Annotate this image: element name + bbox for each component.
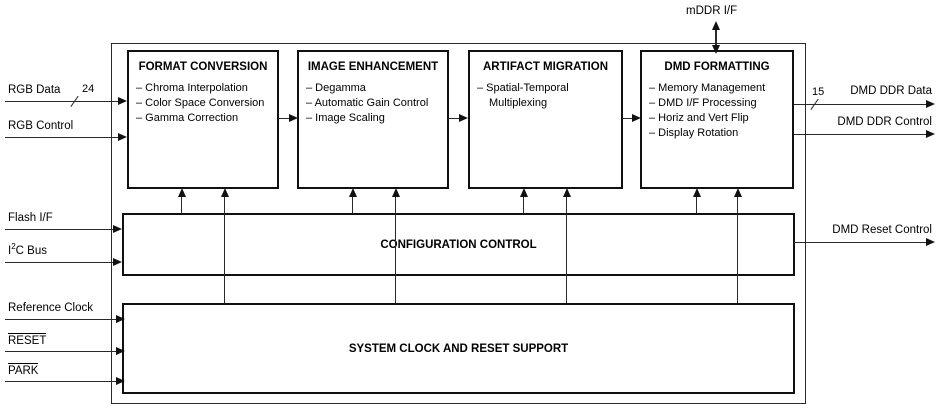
dmd-formatting-block: DMD FORMATTING – Memory Management – DMD… (640, 50, 794, 189)
chain-arrowhead-1-icon (289, 114, 298, 122)
mddr-arrow-up-icon (711, 21, 720, 30)
dmd-ddr-data-bus-width: 15 (812, 86, 825, 98)
mddr-if-label: mDDR I/F (686, 5, 738, 17)
rgb-control-arrowhead-icon (118, 133, 127, 141)
clock-to-dmd-arrowhead-icon (733, 188, 742, 197)
dmd-formatting-items: – Memory Management – DMD I/F Processing… (642, 81, 792, 141)
artifact-migration-block: ARTIFACT MIGRATION – Spatial-Temporal Mu… (468, 50, 623, 189)
format-conversion-items: – Chroma Interpolation – Color Space Con… (129, 81, 277, 126)
chain-line-3 (622, 118, 633, 120)
dmd-ddr-control-line (794, 134, 926, 136)
flash-if-label: Flash I/F (8, 212, 53, 224)
config-to-artifact-arrowhead-icon (519, 188, 528, 197)
chain-arrowhead-3-icon (632, 114, 641, 122)
image-enhancement-title: IMAGE ENHANCEMENT (307, 61, 439, 73)
rgb-data-label: RGB Data (8, 84, 61, 96)
dmd-reset-control-arrowhead-icon (926, 238, 935, 246)
reference-clock-line (5, 319, 117, 321)
list-item: – Memory Management (649, 82, 766, 94)
dmd-ddr-data-line (794, 104, 926, 106)
system-clock-title: SYSTEM CLOCK AND RESET SUPPORT (348, 342, 569, 355)
reset-arrowhead-icon (116, 347, 125, 355)
clock-to-image-line (395, 196, 397, 303)
image-enhancement-block: IMAGE ENHANCEMENT – Degamma – Automatic … (297, 50, 449, 189)
configuration-control-title: CONFIGURATION CONTROL (380, 238, 537, 251)
config-to-format-line (181, 196, 183, 213)
rgb-control-label: RGB Control (8, 120, 74, 132)
rgb-data-arrowhead-icon (118, 97, 127, 105)
rgb-data-bus-width: 24 (82, 83, 95, 95)
clock-to-artifact-line (566, 196, 568, 303)
park-line (5, 381, 117, 383)
format-conversion-block: FORMAT CONVERSION – Chroma Interpolation… (127, 50, 279, 189)
clock-to-dmd-line (737, 196, 739, 303)
config-to-dmd-arrowhead-icon (692, 188, 701, 197)
i2c-bus-arrowhead-icon (113, 258, 122, 266)
config-to-artifact-line (523, 196, 525, 213)
list-item: – Gamma Correction (136, 112, 239, 124)
rgb-data-line (5, 101, 119, 103)
list-item: – DMD I/F Processing (649, 97, 757, 109)
list-item: – Horiz and Vert Flip (649, 112, 749, 124)
reset-line (5, 351, 117, 353)
dmd-ddr-control-arrowhead-icon (926, 130, 935, 138)
format-conversion-title: FORMAT CONVERSION (138, 61, 268, 73)
dmd-ddr-data-arrowhead-icon (926, 100, 935, 108)
list-item: – Color Space Conversion (136, 97, 265, 109)
clock-to-artifact-arrowhead-icon (562, 188, 571, 197)
system-clock-block: SYSTEM CLOCK AND RESET SUPPORT (122, 303, 795, 394)
list-item: – Spatial-Temporal Multiplexing (477, 82, 569, 109)
park-label: PARK (8, 363, 39, 377)
chain-line-2 (448, 118, 460, 120)
reference-clock-label: Reference Clock (8, 302, 94, 314)
flash-if-line (5, 229, 114, 231)
clock-to-format-line (224, 196, 226, 303)
artifact-migration-title: ARTIFACT MIGRATION (483, 61, 608, 73)
artifact-migration-items: – Spatial-Temporal Multiplexing (470, 81, 593, 111)
chain-arrowhead-2-icon (459, 114, 468, 122)
mddr-arrow-down-icon (711, 45, 720, 54)
config-to-image-arrowhead-icon (348, 188, 357, 197)
i2c-bus-line (5, 262, 114, 264)
dmd-ddr-control-label: DMD DDR Control (837, 116, 932, 128)
dmd-reset-control-label: DMD Reset Control (832, 224, 932, 236)
configuration-control-block: CONFIGURATION CONTROL (122, 213, 795, 276)
reference-clock-arrowhead-icon (116, 315, 125, 323)
reset-label: RESET (8, 333, 47, 347)
list-item: – Chroma Interpolation (136, 82, 248, 94)
rgb-control-line (5, 137, 119, 139)
park-arrowhead-icon (116, 377, 125, 385)
config-to-dmd-line (696, 196, 698, 213)
list-item: – Degamma (306, 82, 366, 94)
clock-to-image-arrowhead-icon (391, 188, 400, 197)
config-to-image-line (352, 196, 354, 213)
dmd-ddr-data-label: DMD DDR Data (850, 85, 932, 97)
config-to-format-arrowhead-icon (177, 188, 186, 197)
dmd-formatting-title: DMD FORMATTING (664, 61, 770, 73)
image-enhancement-items: – Degamma – Automatic Gain Control – Ima… (299, 81, 447, 126)
mddr-arrow-line (715, 29, 717, 46)
list-item: – Display Rotation (649, 127, 739, 139)
flash-if-arrowhead-icon (113, 225, 122, 233)
clock-to-format-arrowhead-icon (220, 188, 229, 197)
chain-line-1 (278, 118, 290, 120)
dmd-reset-control-line (794, 242, 926, 244)
list-item: – Image Scaling (306, 112, 385, 124)
list-item: – Automatic Gain Control (306, 97, 429, 109)
i2c-bus-label: I2C Bus (8, 242, 47, 257)
